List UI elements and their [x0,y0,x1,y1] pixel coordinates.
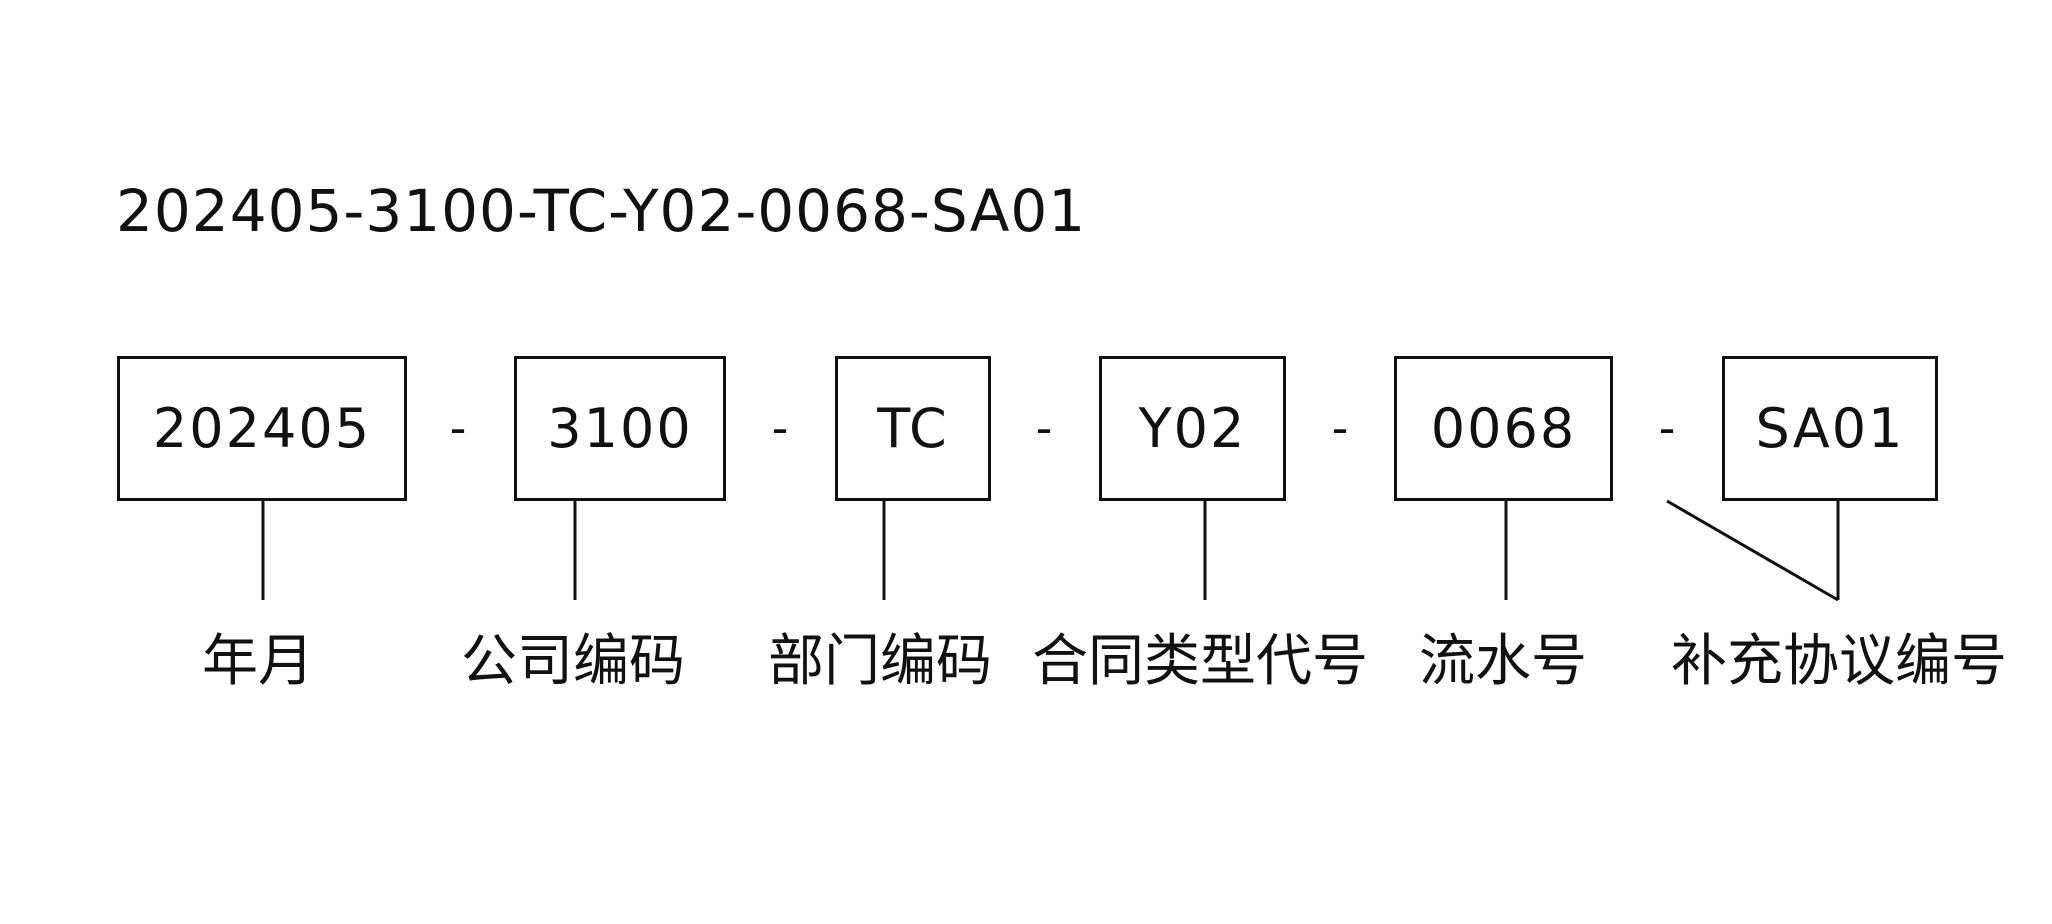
separator-dash: - [771,401,789,455]
separator-dash: - [1035,401,1053,455]
segment-label-department-code: 部门编码 [768,629,992,694]
separator-dash: - [1331,401,1349,455]
segment-label-serial-number: 流水号 [1419,629,1587,694]
segment-label-company-code: 公司编码 [461,629,685,694]
segment-box-department-code: TC [835,356,991,501]
full-code-text: 202405-3100-TC-Y02-0068-SA01 [116,177,1087,245]
segment-box-company-code: 3100 [514,356,726,501]
segment-label-supplement-number: 补充协议编号 [1671,629,2007,694]
segment-box-contract-type: Y02 [1099,356,1286,501]
segment-box-year-month: 202405 [117,356,407,501]
segment-label-contract-type: 合同类型代号 [1032,629,1368,694]
connector-line-supplement-diagonal [1666,499,1839,602]
segment-box-supplement-number: SA01 [1722,356,1938,501]
separator-dash: - [1658,401,1676,455]
separator-dash: - [449,401,467,455]
segment-box-serial-number: 0068 [1394,356,1613,501]
segment-label-year-month: 年月 [202,629,314,694]
